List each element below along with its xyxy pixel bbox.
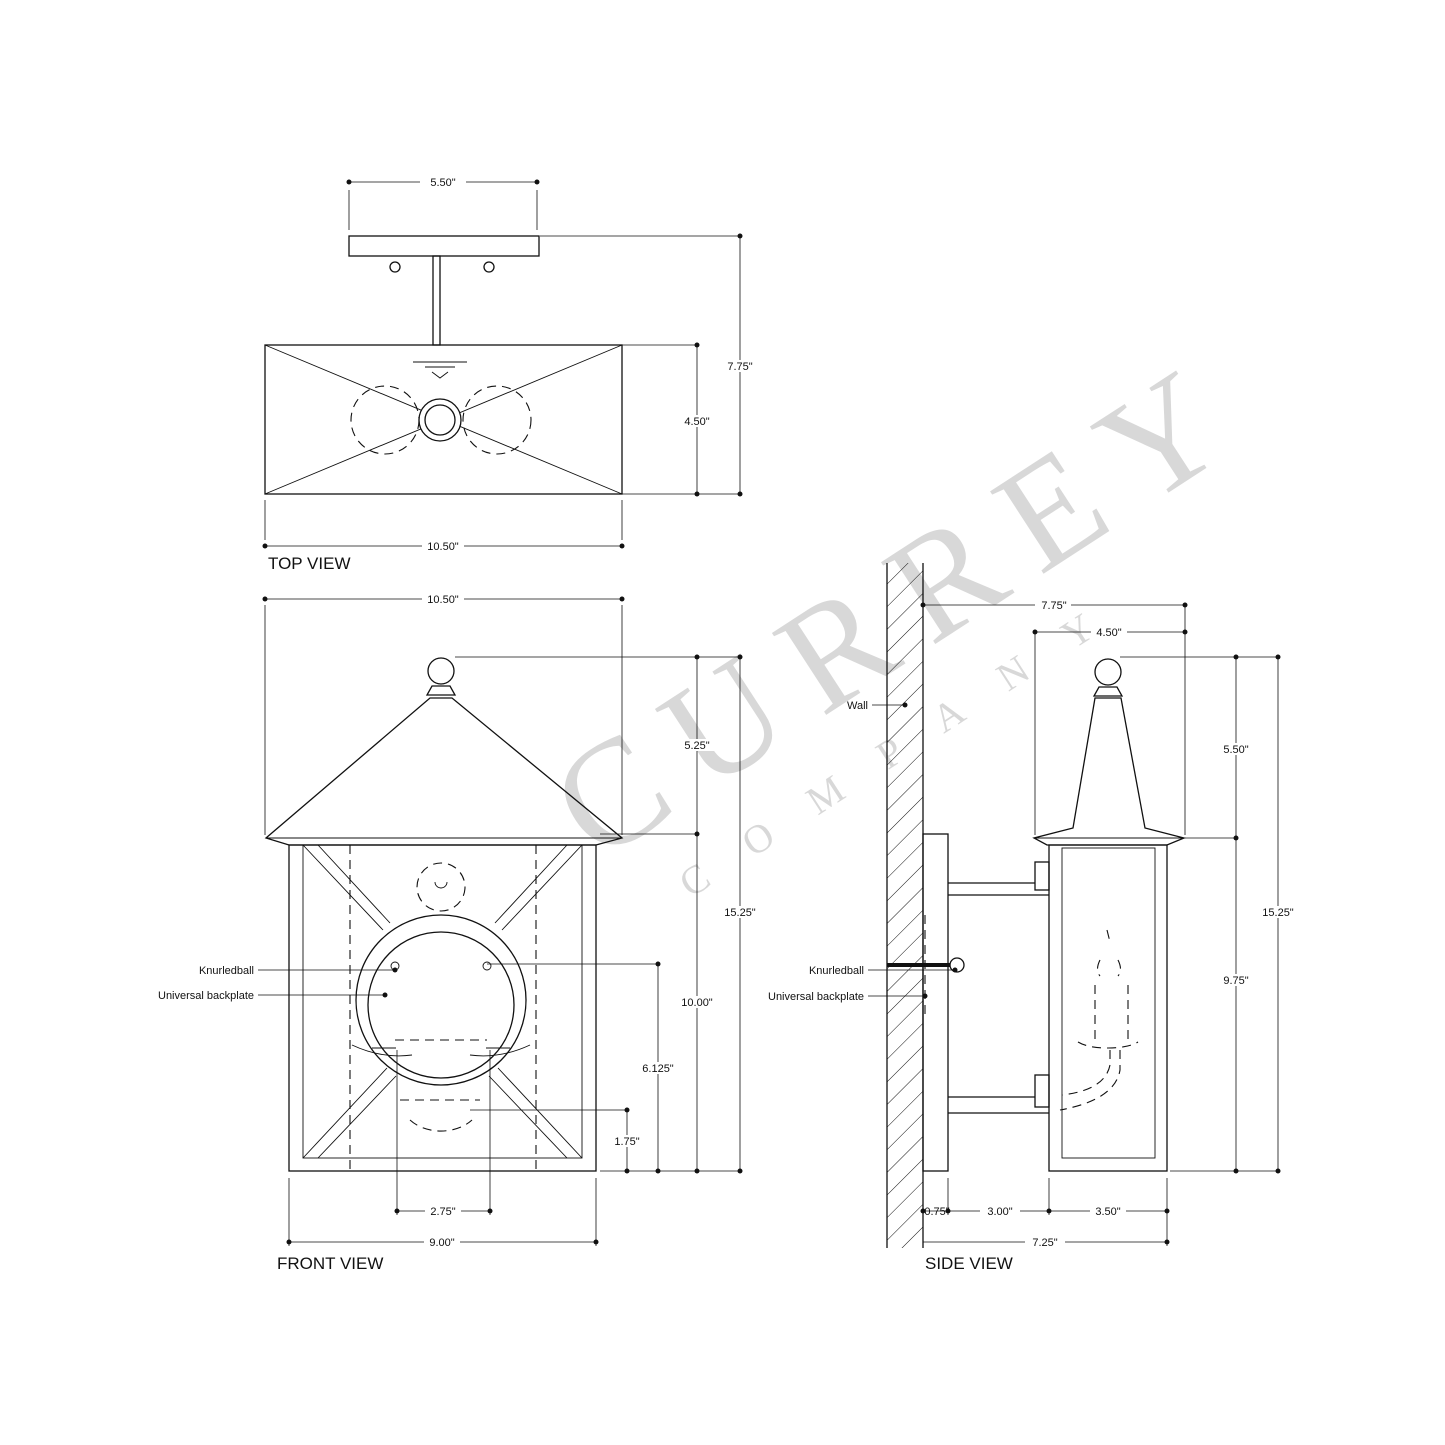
side-view: 7.75" 4.50" 5.50" 15.25" 9.75" 0.75" 3.0… <box>768 563 1298 1273</box>
dim-side-overall-height: 15.25" <box>1262 907 1294 919</box>
dim-front-body-width: 9.00" <box>429 1237 454 1249</box>
dim-side-roof-height: 5.50" <box>1223 744 1248 756</box>
dim-top-width: 10.50" <box>427 541 459 553</box>
dim-front-overall-height: 15.25" <box>724 907 756 919</box>
callout-side-knurledball: Knurledball <box>809 965 864 977</box>
dim-front-backplate-center: 6.125" <box>642 1063 674 1075</box>
dim-side-body-depth: 4.50" <box>1096 627 1121 639</box>
callout-universal-backplate: Universal backplate <box>158 990 254 1002</box>
dim-front-mount-spacing: 2.75" <box>430 1206 455 1218</box>
callout-wall: Wall <box>847 700 868 712</box>
front-view: 10.50" 5.25" 15.25" 10.00" 6.125" 1.75" … <box>158 593 760 1273</box>
dim-front-body-height: 10.00" <box>681 997 713 1009</box>
wall <box>887 563 923 1248</box>
top-view: 5.50" 7.75" 4.50" 10.50" TOP VIEW <box>262 176 758 573</box>
dim-top-overall-depth: 7.75" <box>727 361 752 373</box>
front-view-label: FRONT VIEW <box>277 1254 383 1273</box>
callout-side-universal-backplate: Universal backplate <box>768 991 864 1003</box>
dim-side-overall-depth: 7.75" <box>1041 600 1066 612</box>
top-view-label: TOP VIEW <box>268 554 351 573</box>
dim-front-roof-height: 5.25" <box>684 740 709 752</box>
side-view-label: SIDE VIEW <box>925 1254 1013 1273</box>
dim-top-body-depth: 4.50" <box>684 416 709 428</box>
dim-front-width-top: 10.50" <box>427 594 459 606</box>
dim-top-plate-width: 5.50" <box>430 177 455 189</box>
dim-side-backplate: 0.75" <box>924 1206 949 1218</box>
dim-side-total: 7.25" <box>1032 1237 1057 1249</box>
dim-front-bottom-offset: 1.75" <box>614 1136 639 1148</box>
callout-knurledball: Knurledball <box>199 965 254 977</box>
dim-side-body-height: 9.75" <box>1223 975 1248 987</box>
dim-side-lantern: 3.50" <box>1095 1206 1120 1218</box>
dim-side-arm: 3.00" <box>987 1206 1012 1218</box>
